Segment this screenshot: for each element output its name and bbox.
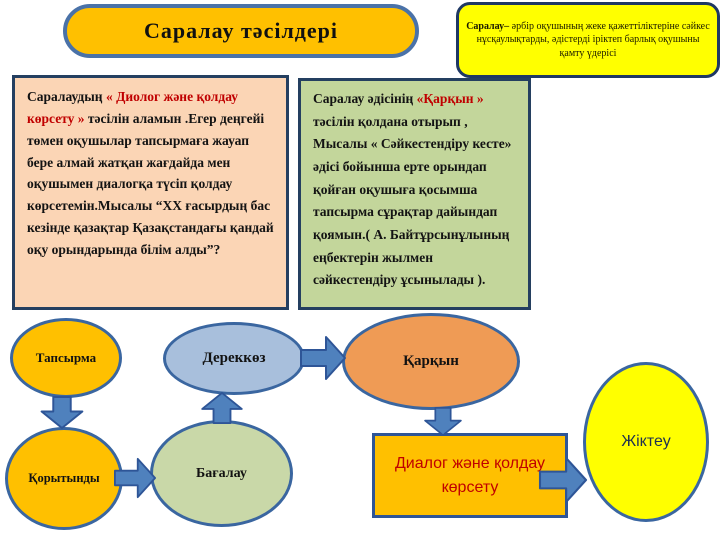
definition-term: Саралау– <box>466 20 510 32</box>
arrow-right-dialog-zhikteu-icon <box>538 457 588 503</box>
node-tapsyrma-label: Тапсырма <box>35 350 97 365</box>
arrow-right-korytyndy-bagalau-icon <box>114 457 156 499</box>
left-box-lead: Саралаудың <box>27 89 106 104</box>
node-dialog-support-label: Диалог және қолдау көрсету <box>394 454 546 496</box>
definition-box: Саралау– әрбір оқушының жеке қажеттілікт… <box>456 2 720 78</box>
right-box-highlight: «Қарқын » <box>416 91 484 106</box>
left-box-body: тәсілін аламын .Егер деңгейі төмен оқушы… <box>27 110 274 258</box>
node-bagalau-label: Бағалау <box>196 465 247 481</box>
right-box-body: тәсілін қолдана отырып , Мысалы « Сәйкес… <box>313 113 512 288</box>
arrow-down-tapsyrma-korytyndy-icon <box>40 396 84 429</box>
node-karkyn: Қарқын <box>342 313 520 410</box>
node-bagalau: Бағалау <box>150 420 293 527</box>
arrow-right-derekkoz-karkyn-icon <box>300 336 346 380</box>
dialog-method-text-box: Саралаудың « Диолог және қолдау көрсету … <box>12 75 289 310</box>
node-zhikteu: Жіктеу <box>583 362 709 522</box>
right-box-lead: Саралау әдісінің <box>313 91 417 106</box>
node-korytyndy: Қорытынды <box>5 427 123 530</box>
definition-body: әрбір оқушының жеке қажеттіліктеріне сәй… <box>476 20 710 59</box>
arrow-down-karkyn-dialog-icon <box>424 407 462 436</box>
node-derekkoz: Дереккөз <box>163 322 305 395</box>
node-korytyndy-label: Қорытынды <box>28 471 100 485</box>
node-karkyn-label: Қарқын <box>403 353 459 369</box>
node-zhikteu-label: Жіктеу <box>621 433 671 450</box>
slide-title: Саралау тәсілдері <box>143 18 339 43</box>
definition-text: Саралау– әрбір оқушының жеке қажеттілікт… <box>463 20 713 61</box>
node-tapsyrma: Тапсырма <box>10 318 122 398</box>
arrow-up-bagalau-derekkoz-icon <box>201 392 243 424</box>
karkyn-method-text-box: Саралау әдісінің «Қарқын » тәсілін қолда… <box>298 78 531 310</box>
node-dialog-support: Диалог және қолдау көрсету <box>372 433 568 518</box>
node-derekkoz-label: Дереккөз <box>202 350 266 366</box>
slide-title-banner: Саралау тәсілдері <box>63 4 419 58</box>
left-box-highlight: « Диолог және қолдау көрсету » <box>27 89 239 126</box>
